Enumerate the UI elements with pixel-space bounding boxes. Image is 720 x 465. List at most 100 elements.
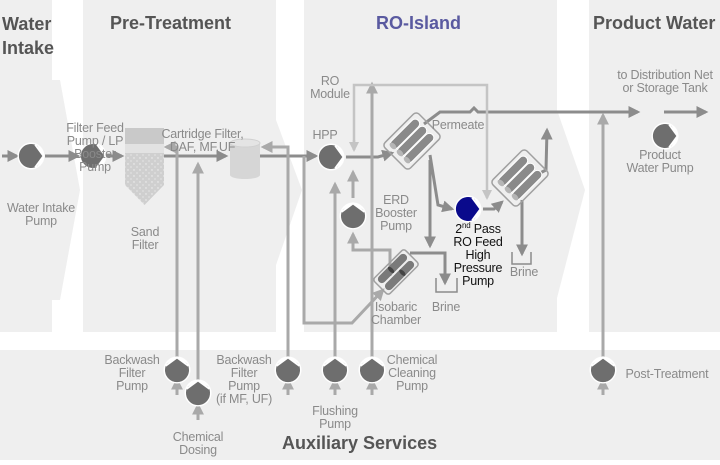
label-line: Flushing <box>312 404 358 418</box>
panel-ro-island <box>304 0 544 332</box>
flushing-pump-icon <box>321 356 349 384</box>
label-line: Sand <box>130 225 160 239</box>
label-line: Pump <box>462 274 494 288</box>
pipe-backwash-to-sand <box>163 141 179 360</box>
label-water-intake-pump: Water Intake Pump <box>2 202 80 228</box>
label-line: Booster <box>74 147 116 161</box>
backwash-filter-pump-icon <box>163 356 191 384</box>
label-cartridge-filter: Cartridge Filter, DAF, MF,UF <box>155 128 250 154</box>
label-line: Booster <box>375 206 417 220</box>
cartridge-filter-tank <box>229 138 261 179</box>
section-title-product-water: Product Water <box>593 13 716 33</box>
ro-module-2 <box>491 149 549 207</box>
label-line: Water Intake <box>7 201 75 215</box>
label-line: Pump <box>396 379 428 393</box>
label-backwash-filter-pump-mf: Backwash Filter Pump (if MF, UF) <box>212 354 276 406</box>
label-line: Chamber <box>370 313 421 327</box>
label-chemical-cleaning-pump: Chemical Cleaning Pump <box>382 354 442 393</box>
product-water-pump-icon <box>651 122 679 150</box>
label-post-treatment: Post-Treatment <box>625 367 709 381</box>
section-title-pre-treatment: Pre-Treatment <box>110 13 232 33</box>
pipe-isobaric-to-brine <box>410 251 451 286</box>
label-permeate: Permeate <box>431 118 485 132</box>
erd-booster-pump-icon <box>339 202 367 230</box>
chevron-arrow-3-head <box>544 0 585 332</box>
water-intake-title-line1: Water <box>2 14 52 34</box>
label-num: 2 <box>455 222 462 236</box>
label-line: (if MF, UF) <box>215 392 273 406</box>
pipe-ro1-to-2ndpass <box>428 154 455 213</box>
panel-pre-treatment <box>83 0 257 332</box>
label-line: to Distribution Net <box>617 68 713 82</box>
label-line: Filter Feed <box>66 121 124 135</box>
label-line: or Storage Tank <box>622 81 708 95</box>
label-line: Water Pump <box>626 161 694 175</box>
label-line: Chemical <box>172 430 224 444</box>
label-sup: nd <box>462 220 471 230</box>
label-line: Pressure <box>453 261 503 275</box>
label-flushing-pump: Flushing Pump <box>305 405 365 431</box>
water-intake-pump-icon <box>17 142 45 170</box>
label-distribution: to Distribution Net or Storage Tank <box>610 69 720 95</box>
hpp-pump-icon <box>317 143 345 171</box>
pipe-hpp-to-ro <box>346 149 395 162</box>
label-line: Pump <box>116 379 148 393</box>
ro-module-1 <box>383 112 441 170</box>
pumps <box>17 122 679 407</box>
isobaric-chamber <box>373 249 419 295</box>
label-line: Pump / LP <box>66 134 124 148</box>
label-line: Backwash <box>216 353 272 367</box>
chevron-arrow-1-head <box>52 80 80 300</box>
label-line: Pump <box>380 219 412 233</box>
backwash-filter-pump-mf-icon <box>274 356 302 384</box>
label-line: ERD <box>383 193 409 207</box>
label-line: Module <box>310 87 350 101</box>
label-isobaric-chamber: Isobaric Chamber <box>368 301 424 327</box>
label-line: Pump <box>79 160 111 174</box>
label-line: 2nd Pass <box>447 220 509 236</box>
aux-pipes <box>163 81 609 420</box>
label-line: Pump <box>228 379 260 393</box>
light-pipes <box>349 83 492 200</box>
label-line: RO Feed <box>453 235 503 249</box>
chemical-dosing-pump-icon <box>184 379 212 407</box>
label-line: Pump <box>319 417 351 431</box>
brine-basin-2 <box>511 252 532 265</box>
chevron-arrow-2-head <box>257 0 302 332</box>
pipe-2ndpass-to-ro2 <box>483 200 504 213</box>
brine-basins <box>435 252 532 293</box>
label-line: Filter <box>230 366 258 380</box>
label-line: Dosing <box>179 443 217 457</box>
label-line: Filter <box>131 238 159 252</box>
label-hpp: HPP <box>312 128 338 142</box>
label-ro-module: RO Module <box>305 75 355 101</box>
label-line: Pump <box>25 214 57 228</box>
label-product-water-pump: Product Water Pump <box>620 149 700 175</box>
pipe-bypass-to-isobaric <box>302 156 385 325</box>
label-erd-booster-pump: ERD Booster Pump <box>368 194 424 233</box>
label-brine-2: Brine <box>509 265 539 279</box>
filter-feed-pump-icon <box>79 142 107 170</box>
chemical-cleaning-pump-icon <box>358 356 386 384</box>
pipe-permeate-main <box>423 105 641 126</box>
pipe-backwash-mf-to-cartridge <box>260 141 290 360</box>
label-chemical-dosing: Chemical Dosing <box>166 431 230 457</box>
label-line: Product <box>639 148 681 162</box>
pipe-ro-module-loop <box>352 83 492 200</box>
label-sand-filter: Sand Filter <box>115 226 175 252</box>
label-line: High <box>465 248 491 262</box>
panel-product-water <box>589 0 720 332</box>
label-backwash-filter-pump: Backwash Filter Pump <box>100 354 164 393</box>
label-line: Chemical <box>386 353 438 367</box>
label-line: Cleaning <box>388 366 436 380</box>
section-title-auxiliary-services: Auxiliary Services <box>282 433 438 453</box>
sand-filter <box>125 128 164 205</box>
label-filter-feed-pump: Filter Feed Pump / LP Booster Pump <box>60 122 130 174</box>
brine-basin-1 <box>435 278 458 293</box>
label-line: Isobaric <box>374 300 418 314</box>
label-line: Filter <box>118 366 146 380</box>
label-2nd-pass-pump: 2nd Pass RO Feed High Pressure Pump <box>447 220 509 288</box>
